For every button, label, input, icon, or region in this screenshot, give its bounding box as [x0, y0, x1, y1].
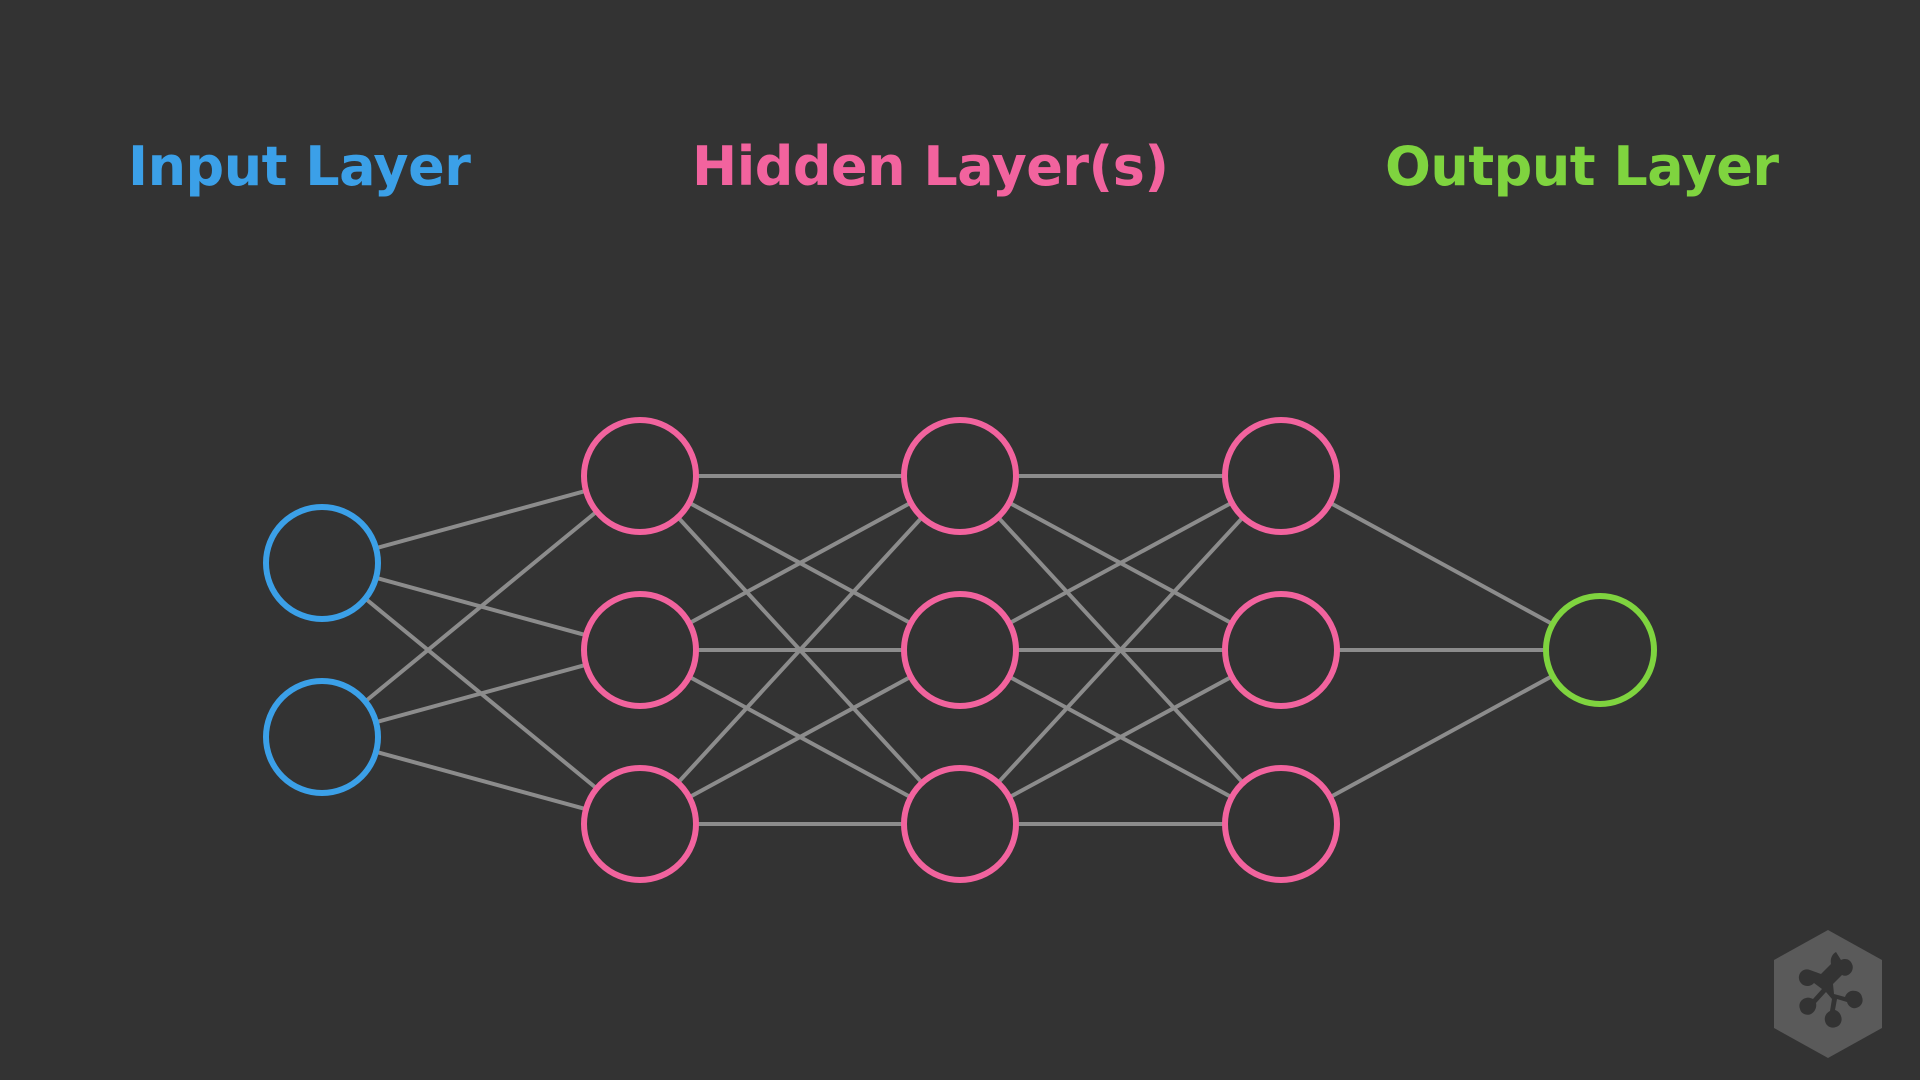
hidden-neuron-node[interactable]	[581, 417, 699, 535]
connection-edge	[373, 488, 589, 551]
input-neuron-node[interactable]	[263, 678, 381, 796]
hidden-neuron-node[interactable]	[901, 765, 1019, 883]
neuron-cluster-icon	[1798, 952, 1863, 1028]
input-neuron-node[interactable]	[263, 504, 381, 622]
hidden-neuron-node[interactable]	[581, 765, 699, 883]
output-neuron-node[interactable]	[1543, 593, 1657, 707]
connection-edge	[686, 674, 914, 800]
connection-edge	[1327, 673, 1556, 800]
connection-edge	[1006, 674, 1235, 800]
connection-edge	[362, 508, 600, 705]
treehouse-logo-watermark	[1774, 930, 1882, 1058]
hidden-neuron-node[interactable]	[1222, 765, 1340, 883]
connection-edge	[686, 500, 914, 626]
neuron-nodes-group	[263, 417, 1657, 883]
hidden-neuron-node[interactable]	[901, 591, 1019, 709]
connection-edge	[1327, 500, 1556, 627]
hidden-neuron-node[interactable]	[581, 591, 699, 709]
hidden-neuron-node[interactable]	[1222, 591, 1340, 709]
connection-edge	[995, 514, 1246, 786]
connection-edge	[1006, 500, 1235, 626]
connection-edge	[373, 662, 589, 725]
connection-edges-group	[362, 474, 1556, 826]
connection-edge	[373, 749, 589, 812]
hidden-neuron-node[interactable]	[901, 417, 1019, 535]
hidden-neuron-node[interactable]	[1222, 417, 1340, 535]
connection-edge	[675, 514, 925, 786]
